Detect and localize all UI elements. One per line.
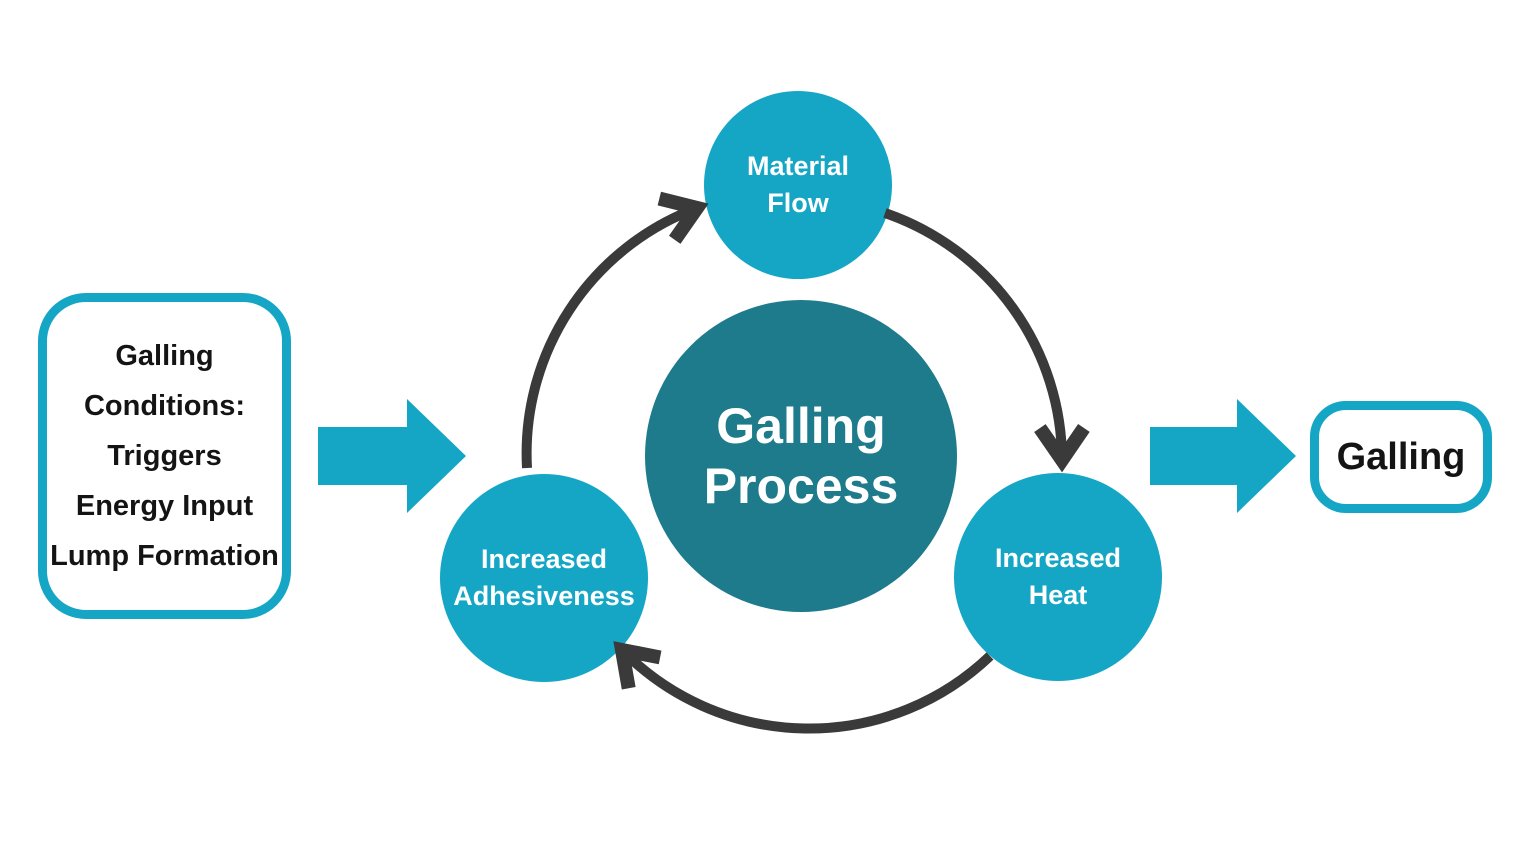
galling-result-box: Galling — [1310, 401, 1492, 513]
increased-adhesiveness-line-1: Increased — [480, 544, 608, 574]
center-circle-line-2: Process — [703, 458, 899, 514]
increased-adhesiveness-line-2: Adhesiveness — [453, 581, 635, 611]
material-flow-line-1: Material — [746, 151, 850, 181]
conditions-line-4: Energy Input — [75, 490, 254, 522]
result-box-label: Galling — [1336, 435, 1466, 478]
material-flow-line-2: Flow — [767, 188, 829, 218]
increased-heat-line-2: Heat — [1028, 580, 1088, 610]
galling-conditions-box: Galling Conditions: Triggers Energy Inpu… — [38, 293, 291, 619]
center-circle-line-1: Galling — [716, 398, 886, 454]
conditions-line-2: Conditions: — [83, 390, 246, 422]
increased-heat-line-1: Increased — [994, 543, 1122, 573]
right-block-arrow-icon — [1150, 399, 1296, 513]
galling-process-circle: Galling Process — [645, 300, 957, 612]
increased-heat-circle: Increased Heat — [954, 473, 1162, 681]
conditions-line-3: Triggers — [107, 440, 222, 472]
conditions-line-1: Galling — [115, 340, 214, 372]
increased-adhesiveness-circle: Increased Adhesiveness — [440, 474, 648, 682]
arc-heat-to-adhesiveness-icon — [613, 641, 994, 734]
material-flow-circle: Material Flow — [704, 91, 892, 279]
left-block-arrow-icon — [318, 399, 466, 513]
conditions-line-5: Lump Formation — [50, 540, 279, 572]
